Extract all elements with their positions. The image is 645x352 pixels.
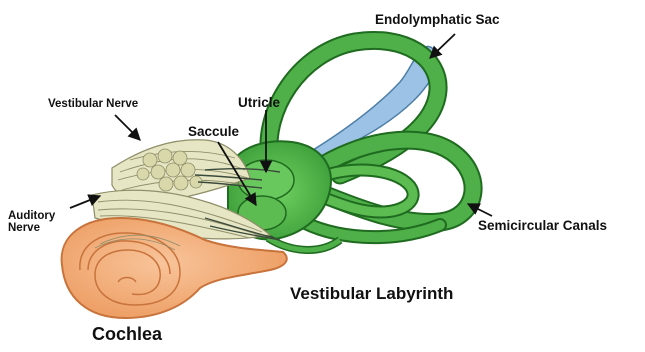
label-cochlea: Cochlea [92,324,162,345]
label-vestibular-labyrinth: Vestibular Labyrinth [290,284,453,304]
label-auditory-nerve: Auditory Nerve [8,210,55,234]
label-vestibular-nerve: Vestibular Nerve [48,98,138,110]
arrow-vestibular-nerve [115,115,140,140]
label-endolymphatic-sac: Endolymphatic Sac [375,12,500,27]
label-utricle: Utricle [238,95,280,110]
arrow-endolymphatic-sac [430,34,455,58]
label-saccule: Saccule [188,124,239,139]
label-semicircular-canals: Semicircular Canals [478,218,607,233]
